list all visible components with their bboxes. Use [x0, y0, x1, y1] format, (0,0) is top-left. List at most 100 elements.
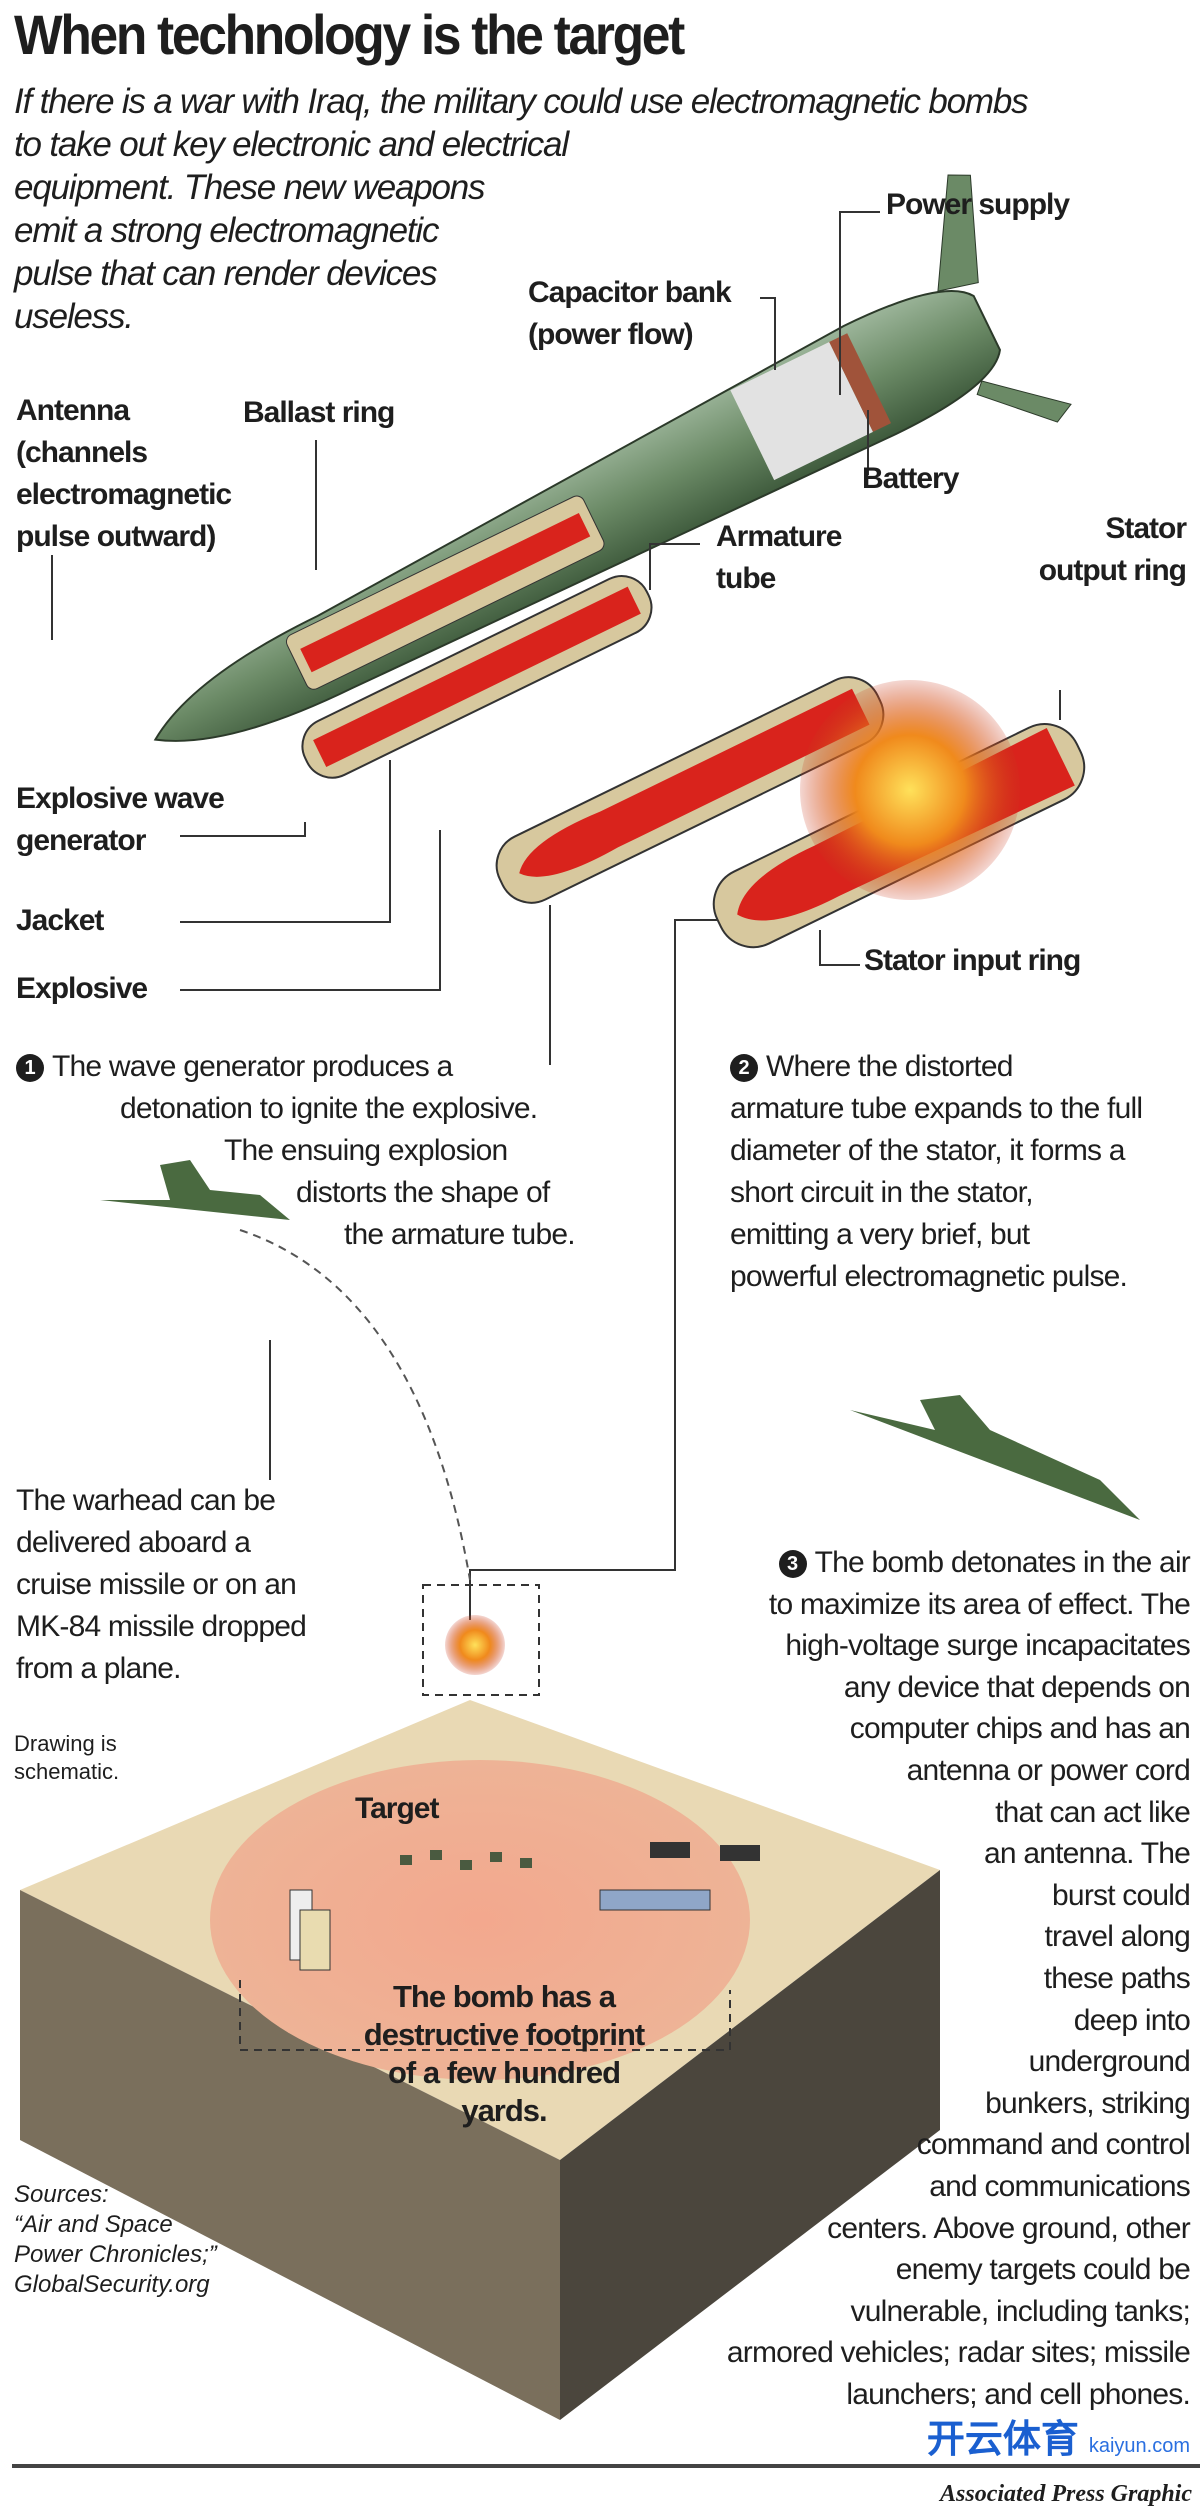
step-line: any device that depends on	[843, 1670, 1191, 1704]
step-line: burst could	[1052, 1878, 1191, 1912]
step-line: that can act like	[995, 1795, 1191, 1829]
step-line: travel along	[1044, 1920, 1191, 1954]
label-stator-output-ring: Stator output ring	[1038, 508, 1187, 592]
step-line: The wave generator produces a	[52, 1050, 453, 1083]
credit: Associated Press Graphic	[940, 2481, 1192, 2507]
bomb-body	[153, 174, 1072, 742]
step-line: vulnerable, including tanks;	[850, 2294, 1191, 2328]
step-line: to maximize its area of effect. The	[768, 1587, 1191, 1621]
note-line: The warhead can be	[16, 1484, 276, 1517]
plane-1	[100, 1160, 290, 1220]
note-line: Drawing is	[14, 1731, 117, 1756]
note-line: from a plane.	[16, 1652, 182, 1685]
intro-line: emit a strong electromagnetic	[14, 211, 440, 250]
label-line: generator	[16, 824, 146, 857]
trajectory	[239, 1229, 471, 1581]
label-line: Stator	[1105, 512, 1187, 545]
caption-line: The bomb has a	[393, 1979, 616, 2014]
note-line: cruise missile or on an	[16, 1568, 297, 1601]
leader-lines	[51, 211, 1061, 1620]
watermark-url: kaiyun.com	[1088, 2435, 1190, 2457]
warhead-note: The warhead can be delivered aboard a cr…	[16, 1480, 307, 1690]
step-line: The bomb detonates in the air	[814, 1546, 1191, 1579]
label-explosive-wave-generator: Explosive wave generator	[16, 778, 225, 862]
label-armature-tube: Armature tube	[716, 516, 842, 600]
watermark-logo: 开云体育 kaiyun.com	[927, 2418, 1190, 2462]
label-line: tube	[716, 562, 776, 595]
step-line: and communications	[929, 2169, 1191, 2203]
armature-tube	[495, 676, 885, 904]
label-line: pulse outward)	[16, 520, 216, 553]
label-line: (power flow)	[528, 318, 694, 351]
step-line: distorts the shape of	[296, 1176, 550, 1209]
source-line: Power Chronicles;”	[14, 2241, 217, 2268]
step-line: bunkers, striking	[985, 2086, 1191, 2120]
radar-site	[599, 1889, 711, 1911]
label-stator-input-ring: Stator input ring	[864, 944, 1081, 977]
step-line: armature tube expands to the full	[730, 1092, 1143, 1125]
step-line: Where the distorted	[766, 1050, 1013, 1083]
detonation-box	[422, 1584, 540, 1696]
footprint-caption: The bomb has a destructive footprint of …	[314, 1978, 694, 2130]
label-line: output ring	[1038, 554, 1187, 587]
source-line: Sources:	[14, 2181, 109, 2208]
plane-2	[850, 1395, 1140, 1520]
step-line: computer chips and has an	[849, 1712, 1191, 1746]
step-line: diameter of the stator, it forms a	[730, 1134, 1125, 1167]
terrain-left	[20, 1890, 560, 2420]
bunker	[299, 1909, 331, 1971]
jacket-tube	[301, 575, 653, 779]
label-line: Explosive wave	[16, 782, 225, 815]
sources: Sources: “Air and Space Power Chronicles…	[14, 2180, 217, 2300]
label-target: Target	[355, 1792, 439, 1825]
step-line: The ensuing explosion	[224, 1134, 508, 1167]
step-line: enemy targets could be	[895, 2253, 1191, 2287]
tanks	[650, 1842, 760, 1861]
step-line: high-voltage surge incapacitates	[785, 1629, 1190, 1663]
step-line: antenna or power cord	[906, 1753, 1191, 1787]
note-line: MK-84 missile dropped	[16, 1610, 307, 1643]
step-line: detonation to ignite the explosive.	[120, 1092, 538, 1125]
label-ballast-ring: Ballast ring	[243, 396, 395, 429]
label-battery: Battery	[862, 462, 959, 495]
label-line: Armature	[716, 520, 842, 553]
explosion	[800, 680, 1020, 900]
terrain-right	[560, 1870, 940, 2420]
step-line: the armature tube.	[344, 1218, 576, 1251]
step-line: launchers; and cell phones.	[846, 2377, 1190, 2411]
label-capacitor-bank: Capacitor bank(power flow)	[528, 272, 732, 356]
watermark-brand: 开云体育	[926, 2419, 1079, 2461]
source-line: GlobalSecurity.org	[14, 2271, 210, 2298]
note-line: schematic.	[14, 1759, 120, 1784]
label-power-supply: Power supply	[886, 188, 1070, 221]
intro-line: pulse that can render devices	[14, 254, 438, 293]
step-line: emitting a very brief, but	[730, 1218, 1030, 1251]
note-line: delivered aboard a	[16, 1526, 251, 1559]
intro-line: useless.	[14, 297, 134, 336]
caption-line: destructive footprint	[363, 2017, 645, 2052]
label-antenna: Antenna (channels electromagnetic pulse out…	[16, 390, 232, 558]
step-line: deep into	[1073, 2003, 1191, 2037]
step-line: short circuit in the stator,	[730, 1176, 1034, 1209]
label-line: (channels	[16, 436, 148, 469]
label-line: electromagnetic	[16, 478, 232, 511]
step-line: underground	[1028, 2045, 1191, 2079]
step-number-badge: 3	[778, 1550, 807, 1578]
step-line: powerful electromagnetic pulse.	[730, 1260, 1128, 1293]
source-line: “Air and Space	[14, 2211, 173, 2238]
step-line: armored vehicles; radar sites; missile	[726, 2336, 1191, 2370]
label-line: Antenna	[16, 394, 130, 427]
intro-line: equipment. These new weapons	[14, 168, 486, 207]
label-explosive: Explosive	[16, 972, 148, 1005]
step-number-badge: 1	[16, 1054, 44, 1082]
page-title: When technology is the target	[14, 3, 685, 66]
label-jacket: Jacket	[16, 904, 104, 937]
schematic-note: Drawing is schematic.	[14, 1730, 119, 1786]
intro-line: If there is a war with Iraq, the militar…	[14, 82, 1029, 121]
step-line: an antenna. The	[984, 1837, 1191, 1871]
step-number-badge: 2	[730, 1054, 758, 1082]
step-line: these paths	[1043, 1961, 1191, 1995]
footprint-area	[210, 1760, 750, 2080]
